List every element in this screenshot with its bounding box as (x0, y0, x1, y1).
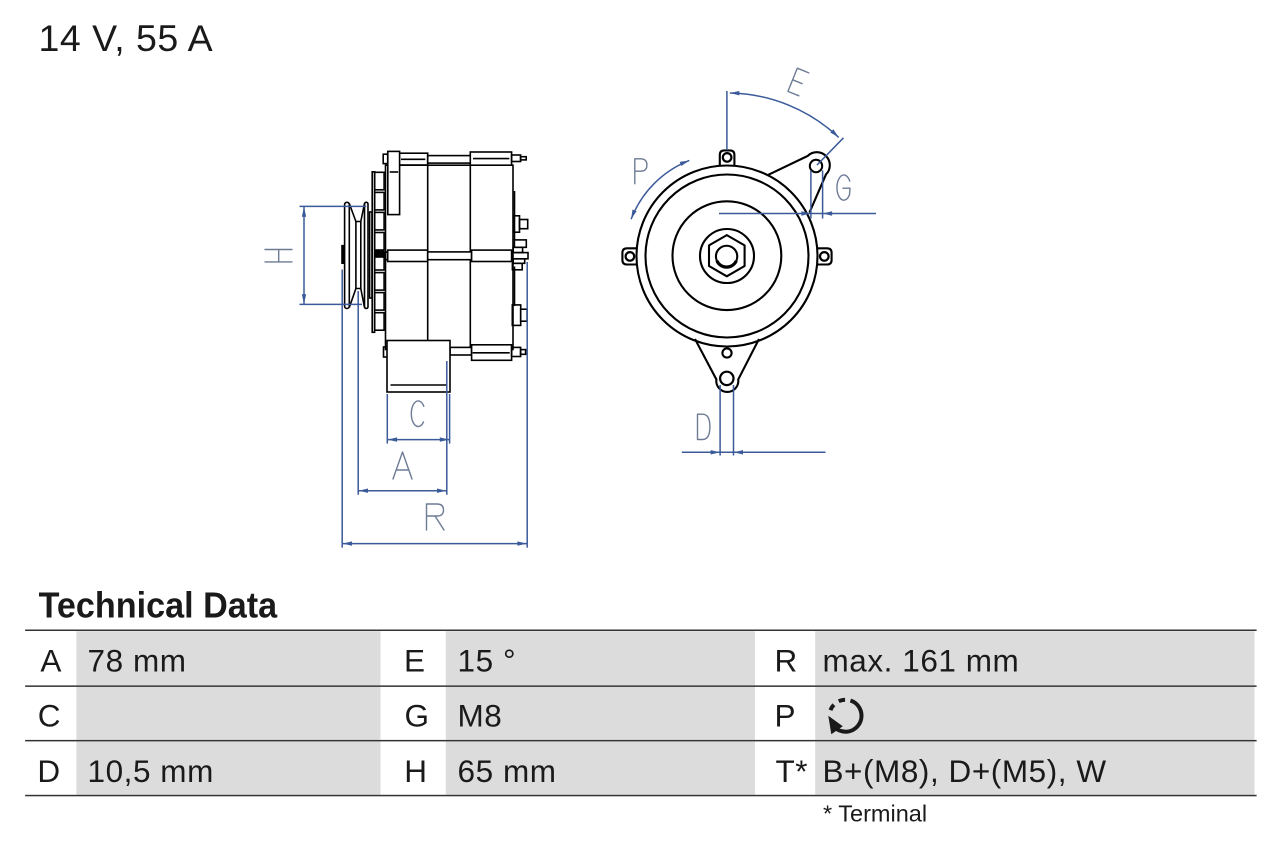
svg-text:R: R (775, 642, 798, 678)
svg-text:78 mm: 78 mm (88, 642, 187, 678)
svg-text:E: E (404, 642, 426, 678)
svg-text:15 °: 15 ° (458, 642, 517, 678)
svg-text:65 mm: 65 mm (458, 753, 557, 789)
svg-text:M8: M8 (458, 698, 503, 734)
svg-text:Technical Data: Technical Data (39, 585, 278, 626)
svg-text:A: A (40, 642, 62, 678)
svg-text:10,5 mm: 10,5 mm (88, 753, 214, 789)
svg-text:G: G (405, 698, 430, 734)
svg-text:14 V, 55 A: 14 V, 55 A (39, 17, 214, 59)
svg-text:H: H (404, 753, 427, 789)
svg-text:D: D (37, 753, 60, 789)
svg-text:C: C (38, 698, 61, 734)
svg-text:T*: T* (776, 753, 809, 789)
svg-text:max. 161 mm: max. 161 mm (823, 642, 1020, 678)
svg-text:B+(M8), D+(M5), W: B+(M8), D+(M5), W (823, 753, 1107, 789)
svg-text:* Terminal: * Terminal (823, 801, 927, 827)
svg-text:P: P (775, 698, 797, 734)
